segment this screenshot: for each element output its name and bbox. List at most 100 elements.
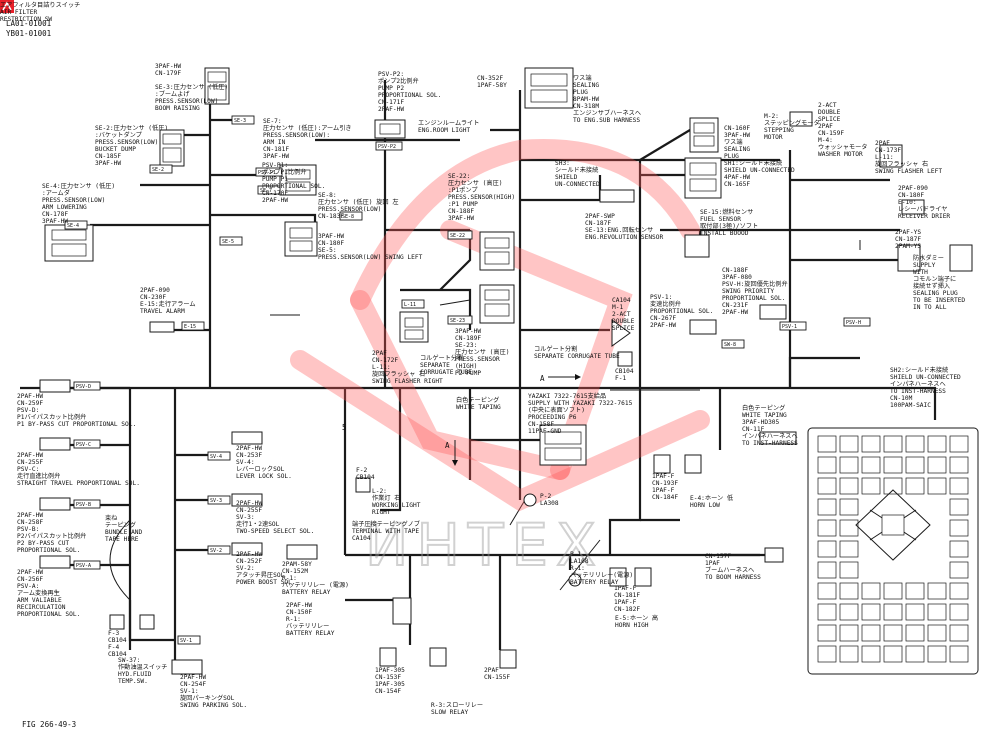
label-line: M-4:	[818, 137, 833, 144]
label-line: CN-152M	[282, 568, 308, 575]
label-line: CN-181F	[263, 146, 289, 153]
label-line: 2PAF-HW	[650, 322, 676, 329]
svg-text:PSV-A: PSV-A	[76, 563, 91, 569]
svg-text:E-15: E-15	[184, 324, 196, 330]
label-line: CN-188F	[722, 267, 748, 274]
label-line: 圧力センサ (低圧) 旋回 左	[318, 198, 399, 206]
pin-cell	[949, 624, 969, 642]
label-line: BATTERY RELAY	[286, 630, 335, 637]
tag-psvd: PSV-D	[73, 381, 101, 391]
pin-cell	[861, 477, 881, 495]
svg-text:PSV-P1: PSV-P1	[258, 170, 276, 176]
pin-cell	[861, 603, 881, 621]
label-line: 1PAF-58Y	[477, 82, 507, 89]
label-line: 2PAF-HW	[180, 674, 206, 681]
label-line: SPLICE	[818, 116, 841, 123]
label-line: TERMINAL WITH TAPE	[352, 528, 419, 535]
label-line: WITH	[913, 269, 928, 276]
label-line: DOUBLE	[612, 318, 635, 325]
label-line: :バケットダンプ	[95, 131, 143, 139]
label-line: WHITE TAPING	[456, 404, 501, 411]
label-line: 1PAF-F	[652, 487, 675, 494]
label-line: 3PAF-HW	[318, 233, 344, 240]
svg-text:SW-8: SW-8	[724, 342, 736, 348]
arrow-a-vertical: A	[445, 441, 450, 450]
label-line: PLUG	[724, 153, 739, 160]
label-se4: SE-4:圧力センサ (低圧) :アームダPRESS.SENSOR(LOW)AR…	[42, 182, 115, 225]
label-line: 2PAF-HW	[236, 445, 262, 452]
pin-cell	[817, 624, 837, 642]
pin-cell	[927, 603, 947, 621]
tag-e15: E-15	[181, 321, 205, 331]
label-line: ワス端	[573, 74, 592, 82]
connector-se3	[204, 67, 230, 105]
connector-cn193	[653, 454, 702, 474]
label-line: レシーバドライヤ	[898, 206, 947, 213]
label-line: L-11:	[372, 364, 391, 371]
label-se13: 2PAF-SWPCN-187FSE-13:ENG.回転センサENG.REVOLU…	[585, 213, 664, 241]
svg-text:PSV-D: PSV-D	[76, 384, 91, 390]
label-line: SE-13:ENG.回転センサ	[585, 226, 653, 234]
label-cn160: CN-160F3PAF-HWワス端SEALINGPLUGSH1:シールド未接続S…	[724, 125, 795, 188]
red-logo-icon	[0, 0, 14, 13]
connector-cn187	[897, 244, 973, 272]
connector-psvd	[39, 379, 71, 393]
label-line: SHIELD UN-CONNECTED	[890, 374, 961, 381]
label-line: 2PAF	[372, 350, 387, 357]
label-line: CN-180F	[318, 240, 344, 247]
label-line: INSTALL BOOOD	[700, 230, 749, 237]
label-line: SWING PARKING SOL.	[180, 702, 247, 709]
label-line: コルゲート分割	[420, 354, 463, 362]
label-line: CN-255F	[236, 507, 262, 514]
label-line: コモルン端子に	[913, 275, 956, 283]
label-line: エアフィルタ目詰りスイッチ	[0, 1, 80, 9]
label-line: PSV-C:	[17, 466, 39, 473]
label-line: SV-3:	[236, 514, 255, 521]
label-line: :ブームよげ	[155, 90, 190, 98]
svg-text:PSV-B: PSV-B	[76, 502, 91, 508]
connector-se7	[279, 164, 317, 196]
label-line: 3PAF-HW	[455, 328, 481, 335]
label-line: L-11:	[875, 154, 894, 161]
label-line: PRESS.SENSOR(LOW)	[155, 98, 218, 105]
label-line: CN-170F	[262, 190, 288, 197]
svg-text:SV-1: SV-1	[180, 638, 192, 644]
connector-cn11	[759, 431, 797, 445]
pin-cell	[839, 561, 859, 579]
pin-cell	[817, 561, 837, 579]
label-line: RECIRCULATION	[17, 604, 66, 611]
label-line: 1PAF-F	[652, 473, 675, 480]
label-line: PRESS.SENSOR(LOW):	[263, 132, 330, 139]
pin-cell	[949, 582, 969, 600]
label-line: 2PAF-SWP	[585, 213, 615, 220]
connector-se15	[684, 234, 710, 258]
watermark-text: ИНТЕХ	[365, 511, 604, 579]
svg-text:SE-3: SE-3	[234, 118, 246, 124]
pin-cell	[817, 582, 837, 600]
label-line: CN-256F	[17, 576, 43, 583]
label-line: PROPORTIONAL SOL.	[17, 547, 80, 554]
connector-cn157	[764, 547, 784, 563]
label-line: 11PAF-GND	[528, 428, 562, 435]
label-line: CN-154F	[375, 688, 401, 695]
label-line: PSV-P2:	[378, 71, 404, 78]
label-line: IN TO ALL	[913, 304, 947, 311]
connector-cn155	[499, 649, 517, 669]
tag-psvh: PSV-H	[843, 317, 871, 327]
label-line: PRESS.SENSOR(LOW)	[42, 197, 105, 204]
connector-cn352	[524, 67, 574, 109]
label-line: P1 BY-PASS CUT PROPORTIONAL SOL.	[17, 421, 136, 428]
figure-number: FIG 266-49-3	[22, 720, 76, 729]
label-line: CN-178F	[42, 211, 68, 218]
label-line: E-10:	[898, 199, 917, 206]
label-line: CN-159F	[818, 130, 844, 137]
